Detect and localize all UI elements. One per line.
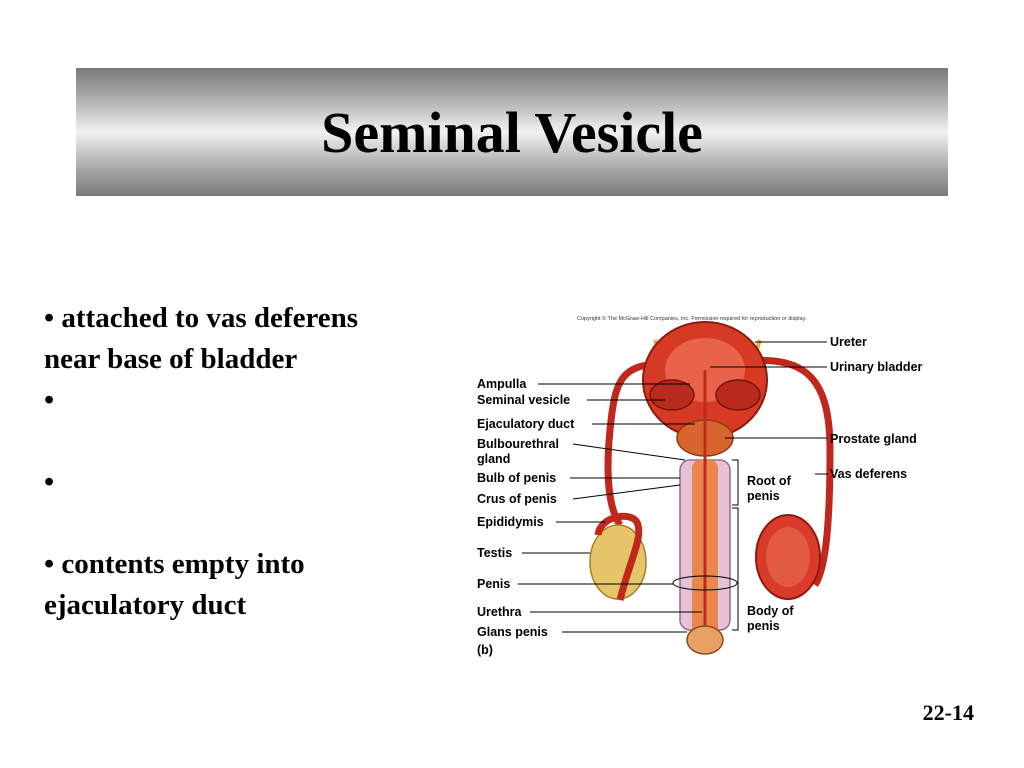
vas-deferens-left (604, 360, 676, 527)
root-bracket (732, 459, 739, 506)
epididymis-left (594, 512, 643, 601)
left-leader-lines (518, 383, 702, 633)
bullet-item: • (44, 384, 55, 416)
label-epididymis: Epididymis (477, 515, 544, 529)
right-leader-lines (710, 341, 828, 475)
label-root-of: Root of (747, 474, 792, 488)
slide-title: Seminal Vesicle (321, 99, 703, 165)
label-gland: gland (477, 452, 510, 466)
figure-panel-label: (b) (477, 643, 493, 657)
label-body-of: Body of (747, 604, 794, 618)
bullet-item: • contents empty into ejaculatory duct (44, 548, 305, 621)
title-bar: Seminal Vesicle (76, 68, 948, 196)
label-bulb-of-penis: Bulb of penis (477, 471, 556, 485)
label-urethra: Urethra (477, 605, 523, 619)
label-urinary-bladder: Urinary bladder (830, 360, 923, 374)
label-ampulla: Ampulla (477, 377, 527, 391)
page-number: 22-14 (922, 700, 974, 725)
anatomy-figure: Copyright © The McGraw-Hill Companies, I… (470, 310, 950, 665)
seminal-vesicle-left (649, 379, 695, 411)
label-ureter: Ureter (830, 335, 867, 349)
bullet-item: • (44, 466, 55, 498)
label-testis: Testis (477, 546, 512, 560)
label-glans-penis: Glans penis (477, 625, 548, 639)
label-seminal-vesicle: Seminal vesicle (477, 393, 570, 407)
label-prostate-gland: Prostate gland (830, 432, 917, 446)
label-body-penis: penis (747, 619, 780, 633)
label-penis: Penis (477, 577, 510, 591)
body-bracket (732, 507, 739, 631)
penis-cross-section-ring (672, 575, 738, 591)
label-ejaculatory-duct: Ejaculatory duct (477, 417, 575, 431)
copyright-text: Copyright © The McGraw-Hill Companies, I… (577, 315, 807, 322)
glans-penis (686, 625, 724, 655)
male-reproductive-diagram: Copyright © The McGraw-Hill Companies, I… (477, 315, 923, 657)
label-vas-deferens: Vas deferens (830, 467, 907, 481)
bullet-item: • attached to vas deferens near base of … (44, 302, 359, 375)
testis-right-interior (766, 527, 810, 587)
vas-deferens-right (719, 356, 834, 587)
bullet-list: • attached to vas deferens near base of … (44, 298, 374, 626)
label-crus-of-penis: Crus of penis (477, 492, 557, 506)
label-root-penis: penis (747, 489, 780, 503)
label-bulbourethral: Bulbourethral (477, 437, 559, 451)
seminal-vesicle-right (715, 379, 761, 411)
